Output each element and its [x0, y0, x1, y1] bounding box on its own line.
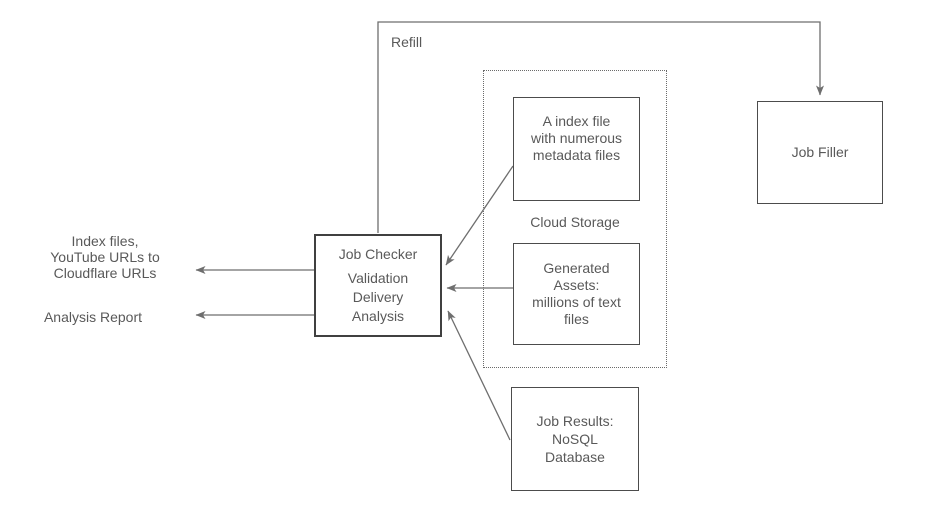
node-job-results-label: Job Results: NoSQL Database	[536, 413, 614, 465]
node-job-filler[interactable]: Job Filler	[757, 101, 883, 204]
refill-connector[interactable]	[377, 21, 824, 233]
node-job-results[interactable]: Job Results: NoSQL Database	[511, 387, 639, 491]
refill-edge-label: Refill	[391, 34, 423, 50]
node-job-filler-label: Job Filler	[791, 144, 849, 160]
job-results-to-job-checker-arrow[interactable]	[447, 310, 511, 441]
node-index-file[interactable]: A index file with numerous metadata file…	[513, 97, 640, 201]
output-analysis-report-label: Analysis Report	[43, 309, 143, 325]
cloud-storage-group-label: Cloud Storage	[530, 214, 620, 230]
node-job-checker-sublabel: Validation Delivery Analysis	[347, 270, 409, 324]
node-job-checker[interactable]: Job Checker Validation Delivery Analysis	[314, 234, 442, 337]
output-index-files-label: Index files, YouTube URLs to Cloudflare …	[50, 233, 160, 281]
index-file-to-job-checker-arrow[interactable]	[445, 165, 514, 266]
node-generated-assets-label: Generated Assets: millions of text files	[532, 260, 621, 327]
node-index-file-label: A index file with numerous metadata file…	[530, 113, 623, 163]
node-generated-assets[interactable]: Generated Assets: millions of text files	[513, 243, 640, 345]
node-job-checker-title: Job Checker	[338, 246, 418, 262]
